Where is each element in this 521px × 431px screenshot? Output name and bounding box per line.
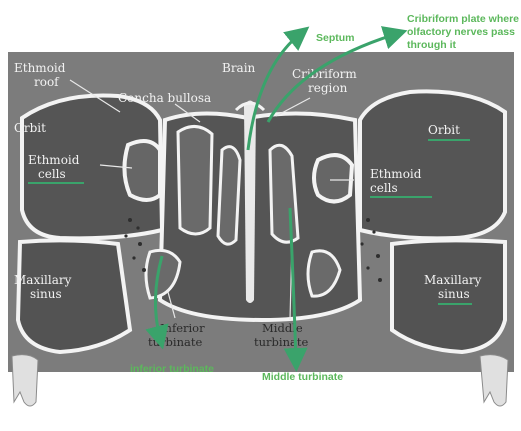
annotation-inferior-turbinate: inferior turbinate bbox=[130, 363, 214, 375]
label-maxillary-right-1: Maxillary bbox=[424, 273, 482, 287]
concha-bullosa bbox=[178, 126, 212, 234]
label-orbit-left: Orbit bbox=[14, 121, 46, 135]
label-inferior-turbinate-1: Inferior bbox=[160, 321, 205, 335]
label-ethmoid-cells-right-2: cells bbox=[370, 181, 398, 195]
label-ethmoid-cells-right-1: Ethmoid bbox=[370, 167, 422, 181]
label-middle-turbinate-1: Middle bbox=[262, 321, 303, 335]
label-concha-bullosa: Concha bullosa bbox=[118, 91, 211, 105]
label-ethmoid-roof-1: Ethmoid bbox=[14, 61, 66, 75]
label-ethmoid-cells-left-1: Ethmoid bbox=[28, 153, 80, 167]
annotation-middle-turbinate: Middle turbinate bbox=[262, 371, 343, 383]
label-middle-turbinate-2: turbinate bbox=[254, 335, 308, 349]
right-tooth bbox=[480, 355, 508, 406]
label-ethmoid-roof-2: roof bbox=[34, 75, 60, 89]
annotation-cribriform-2: olfactory nerves pass bbox=[407, 26, 515, 38]
annotation-cribriform-3: through it bbox=[407, 39, 456, 51]
left-tooth bbox=[12, 355, 38, 406]
label-brain: Brain bbox=[222, 61, 256, 75]
label-ethmoid-cells-left-2: cells bbox=[38, 167, 66, 181]
right-ethmoid-cells bbox=[314, 155, 352, 201]
label-cribriform-region-1: Cribriform bbox=[292, 67, 357, 81]
label-maxillary-left-1: Maxillary bbox=[14, 273, 72, 287]
annotation-cribriform-1: Cribriform plate where bbox=[407, 13, 519, 25]
right-orbit-cavity bbox=[360, 91, 505, 238]
label-cribriform-region-2: region bbox=[308, 81, 348, 95]
annotation-septum: Septum bbox=[316, 32, 355, 44]
left-middle-turbinate bbox=[218, 147, 240, 245]
label-orbit-right: Orbit bbox=[428, 123, 460, 137]
label-maxillary-right-2: sinus bbox=[438, 287, 470, 301]
label-inferior-turbinate-2: turbinate bbox=[148, 335, 202, 349]
palate-band bbox=[8, 372, 514, 417]
label-maxillary-left-2: sinus bbox=[30, 287, 62, 301]
left-ethmoid-cells bbox=[124, 141, 160, 200]
